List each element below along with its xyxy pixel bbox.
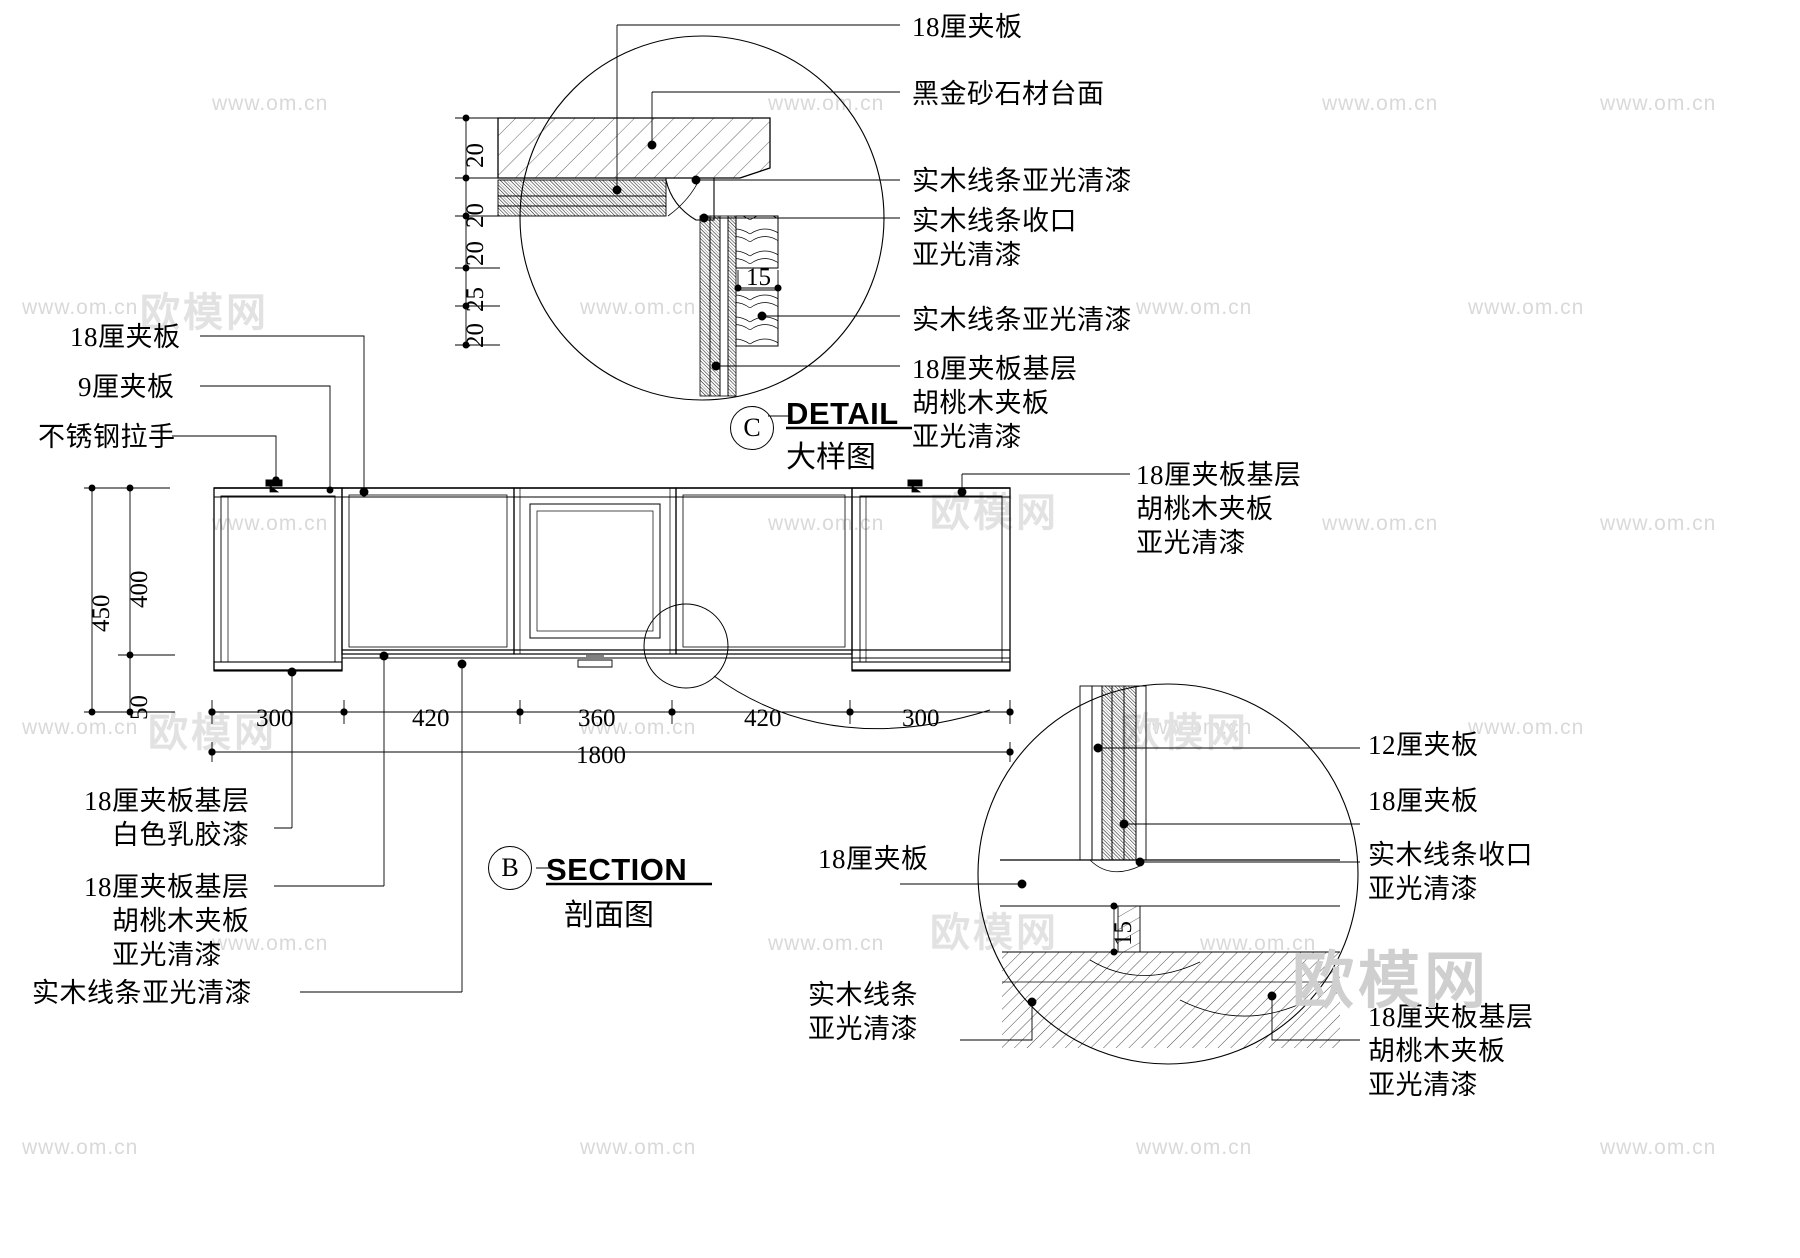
detail-c-dim-20-c: 20 — [462, 241, 489, 266]
section-bottom-callout-walnut-line1: 18厘夹板基层 — [84, 872, 250, 902]
section-dim-300-left: 300 — [256, 705, 294, 732]
section-b-bubble-tag[interactable]: B — [488, 846, 532, 890]
detail-c-dim-15: 15 — [746, 264, 771, 291]
section-callout-plywood-18: 18厘夹板 — [70, 322, 181, 352]
section-bottom-callout-walnut-line3: 亚光清漆 — [112, 940, 222, 970]
detail-c-dim-20-b: 20 — [462, 203, 489, 228]
section-right-callout-line1: 18厘夹板基层 — [1136, 460, 1302, 490]
detail-c-callout-substrate-line3: 亚光清漆 — [912, 422, 1022, 452]
section-callout-stainless-handle: 不锈钢拉手 — [38, 422, 176, 452]
detail-br-dim-15: 15 — [1110, 921, 1137, 946]
section-right-callout-line2: 胡桃木夹板 — [1136, 494, 1274, 524]
detail-br-callout-solid-wood-line1: 实木线条 — [808, 980, 918, 1010]
detail-c-callout-black-gold-stone-top: 黑金砂石材台面 — [912, 79, 1105, 109]
section-bottom-callout-white-latex-line2: 白色乳胶漆 — [112, 820, 250, 850]
detail-br-callout-plywood-18-left: 18厘夹板 — [818, 844, 929, 874]
section-bottom-callout-white-latex-line1: 18厘夹板基层 — [84, 786, 250, 816]
section-dim-360: 360 — [578, 705, 616, 732]
section-right-callout-line3: 亚光清漆 — [1136, 528, 1246, 558]
detail-c-callout-substrate-line1: 18厘夹板基层 — [912, 354, 1078, 384]
detail-br-callout-plywood-18: 18厘夹板 — [1368, 786, 1479, 816]
section-dim-overall-1800: 1800 — [576, 742, 626, 769]
detail-br-callout-plywood-12: 12厘夹板 — [1368, 730, 1479, 760]
section-b-title-en: SECTION — [546, 852, 688, 887]
detail-c-title-en: DETAIL — [786, 396, 899, 431]
detail-c-callout-plywood-18: 18厘夹板 — [912, 12, 1023, 42]
section-dim-50: 50 — [126, 695, 153, 720]
section-dim-420-left: 420 — [412, 705, 450, 732]
detail-c-callout-solid-wood-matte-lacquer-lower: 实木线条亚光清漆 — [912, 305, 1132, 335]
detail-c-dim-20-d: 20 — [462, 323, 489, 348]
detail-c-bubble-tag[interactable]: C — [730, 406, 774, 450]
detail-c-callout-wood-trim-edge-line1: 实木线条收口 — [912, 206, 1077, 236]
detail-br-callout-substrate-line3: 亚光清漆 — [1368, 1070, 1478, 1100]
detail-c-title-cn: 大样图 — [786, 441, 876, 474]
section-dim-300-right: 300 — [902, 705, 940, 732]
detail-br-callout-wood-trim-line1: 实木线条收口 — [1368, 840, 1533, 870]
section-bottom-callout-solid-wood-lacquer: 实木线条亚光清漆 — [32, 978, 252, 1008]
detail-c-dim-25: 25 — [462, 287, 489, 312]
detail-c-callout-wood-trim-edge-line2: 亚光清漆 — [912, 240, 1022, 270]
detail-c-dim-20-a: 20 — [462, 143, 489, 168]
section-b-title-cn: 剖面图 — [564, 899, 654, 932]
section-dim-420-right: 420 — [744, 705, 782, 732]
section-dim-450: 450 — [88, 594, 115, 633]
detail-br-callout-substrate-line2: 胡桃木夹板 — [1368, 1036, 1506, 1066]
section-bottom-callout-walnut-line2: 胡桃木夹板 — [112, 906, 250, 936]
detail-br-callout-wood-trim-line2: 亚光清漆 — [1368, 874, 1478, 904]
detail-br-callout-solid-wood-line2: 亚光清漆 — [808, 1014, 918, 1044]
section-dim-400: 400 — [126, 570, 153, 609]
detail-c-callout-solid-wood-matte-lacquer-upper: 实木线条亚光清漆 — [912, 166, 1132, 196]
section-callout-plywood-9: 9厘夹板 — [78, 372, 175, 402]
detail-br-callout-substrate-line1: 18厘夹板基层 — [1368, 1002, 1534, 1032]
detail-c-callout-substrate-line2: 胡桃木夹板 — [912, 388, 1050, 418]
